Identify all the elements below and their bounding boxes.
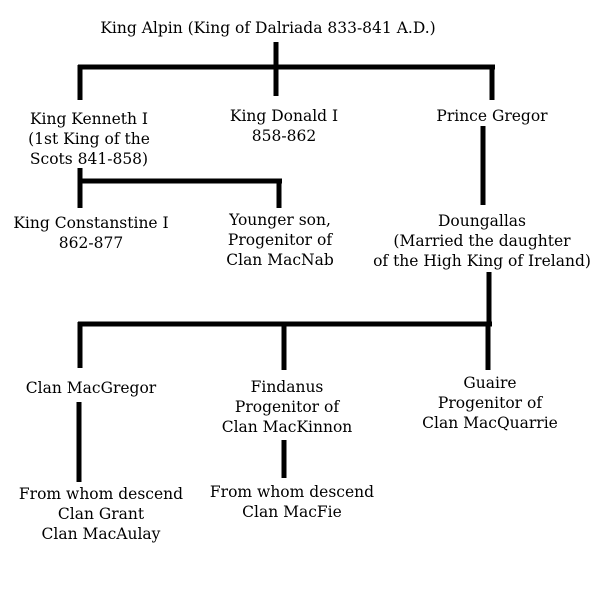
node-label: Doungallas: [438, 212, 526, 230]
node-king-kenneth-i: King Kenneth I (1st King of the Scots 84…: [28, 109, 150, 169]
node-findanus-descendants: From whom descend Clan MacFie: [210, 482, 374, 522]
node-label: From whom descend: [18, 485, 184, 503]
node-label: Progenitor of: [437, 394, 543, 412]
node-label: Clan MacNab: [226, 251, 334, 269]
node-clan-macgregor: Clan MacGregor: [26, 378, 156, 398]
node-younger-son: Younger son, Progenitor of Clan MacNab: [226, 210, 334, 270]
node-label: King Kenneth I: [29, 110, 149, 128]
node-king-constantine-i: King Constanstine I 862-877: [13, 213, 168, 253]
node-label: Scots 841-858): [29, 150, 149, 168]
node-doungallas: Doungallas (Married the daughter of the …: [373, 211, 591, 271]
node-prince-gregor: Prince Gregor: [436, 106, 547, 126]
node-macgregor-descendants: From whom descend Clan Grant Clan MacAul…: [19, 484, 183, 544]
node-king-alpin: King Alpin (King of Dalriada 833-841 A.D…: [100, 18, 435, 38]
node-guaire: Guaire Progenitor of Clan MacQuarrie: [422, 373, 558, 433]
node-label: Guaire: [463, 374, 517, 392]
node-label: Clan MacKinnon: [221, 418, 353, 436]
node-label: of the High King of Ireland): [373, 252, 591, 270]
node-label: Clan MacAulay: [41, 525, 161, 543]
node-label: Younger son,: [229, 211, 331, 229]
node-king-donald-i: King Donald I 858-862: [230, 106, 338, 146]
node-label: Prince Gregor: [436, 107, 548, 125]
node-findanus: Findanus Progenitor of Clan MacKinnon: [222, 377, 353, 437]
node-label: From whom descend: [209, 483, 375, 501]
node-label: 862-877: [58, 234, 124, 252]
node-label: Clan MacQuarrie: [422, 414, 558, 432]
node-label: (1st King of the: [28, 130, 150, 148]
node-label: Clan Grant: [57, 505, 145, 523]
node-label: Clan MacFie: [242, 503, 342, 521]
node-label: King Alpin (King of Dalriada 833-841 A.D…: [100, 19, 436, 37]
node-label: (Married the daughter: [393, 232, 571, 250]
node-label: King Constanstine I: [13, 214, 169, 232]
node-label: Findanus: [250, 378, 324, 396]
node-label: Clan MacGregor: [25, 379, 157, 397]
node-label: King Donald I: [229, 107, 339, 125]
node-label: Progenitor of: [234, 398, 340, 416]
node-label: Progenitor of: [227, 231, 333, 249]
node-label: 858-862: [251, 127, 317, 145]
